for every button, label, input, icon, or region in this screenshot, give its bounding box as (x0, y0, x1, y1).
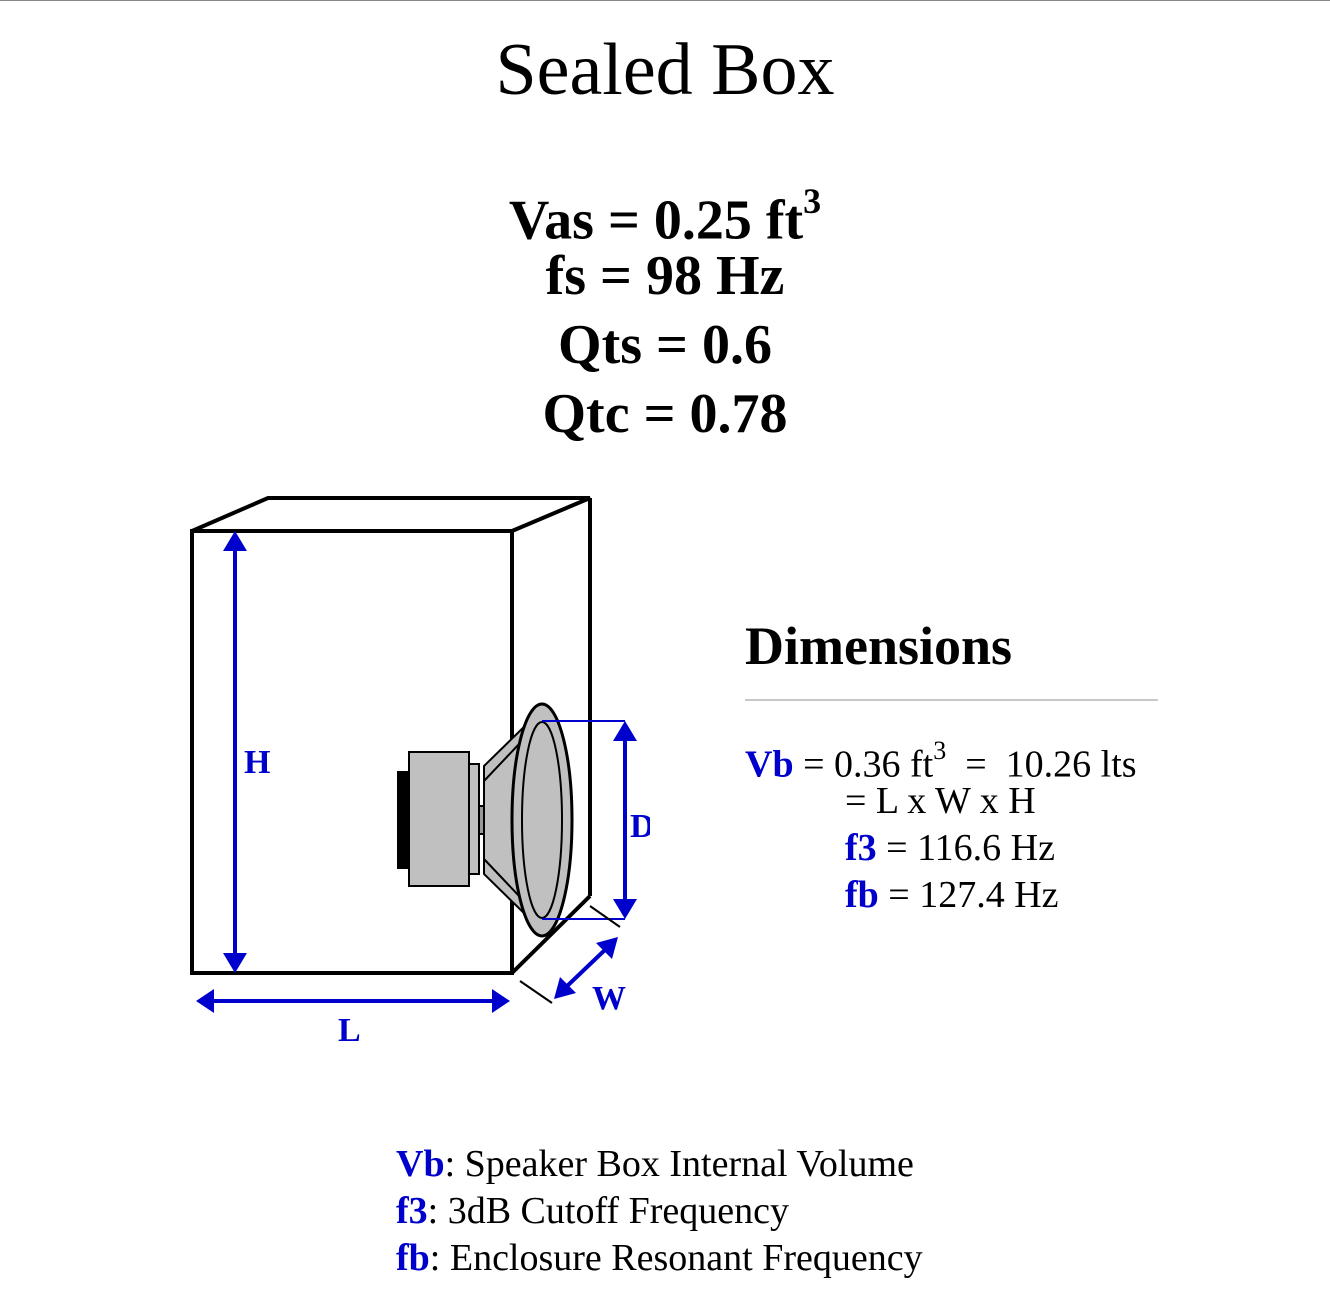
sealed-box-diagram: H L W D (190, 496, 650, 1049)
fb-row: fb = 127.4 Hz (845, 874, 1059, 916)
legend-item-fb: fb: Enclosure Resonant Frequency (396, 1237, 923, 1279)
w-extension-lines (519, 905, 621, 1004)
driver-parameters: Vas = 0.25 ft3 fs = 98 Hz Qts = 0.6 Qtc … (0, 173, 1330, 449)
f3-row: f3 = 116.6 Hz (845, 827, 1055, 869)
dimensions-divider (745, 699, 1158, 701)
param-fs: fs = 98 Hz (545, 245, 785, 307)
dimensions-results: Vb = 0.36 ft3 = 10.26 lts = L x W x H f3… (745, 731, 1137, 919)
diameter-label: D (630, 808, 650, 845)
legend-item-vb: Vb: Speaker Box Internal Volume (396, 1143, 914, 1185)
dimensions-heading: Dimensions (745, 616, 1013, 676)
dimension-lines (206, 545, 627, 1003)
formula-row: = L x W x H (845, 780, 1036, 822)
vb-row: Vb = 0.36 ft3 = 10.26 lts (745, 736, 1137, 786)
param-vas: Vas = 0.25 ft3 (508, 181, 822, 252)
speaker-icon (397, 702, 574, 938)
legend: Vb: Speaker Box Internal Volume f3: 3dB … (396, 1141, 923, 1282)
param-qtc: Qtc = 0.78 (542, 383, 788, 445)
legend-item-f3: f3: 3dB Cutoff Frequency (396, 1190, 789, 1232)
height-label: H (244, 744, 270, 781)
page-title: Sealed Box (495, 29, 835, 111)
length-label: L (338, 1012, 361, 1049)
param-qts: Qts = 0.6 (558, 314, 772, 376)
dimension-arrowheads (196, 531, 637, 1013)
width-label: W (592, 980, 626, 1017)
